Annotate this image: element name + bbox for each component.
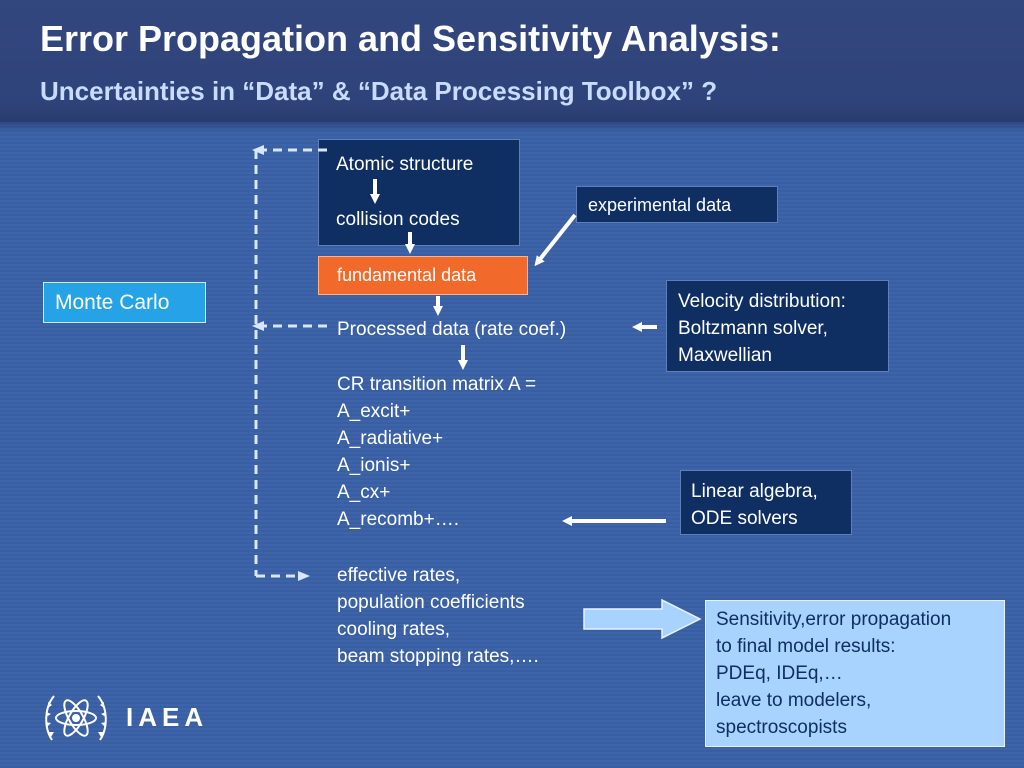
sensitivity-box: Sensitivity,error propagation to final m…	[705, 600, 1005, 747]
dashed-arrowhead-top	[252, 145, 264, 155]
slide-title: Error Propagation and Sensitivity Analys…	[40, 18, 781, 59]
title-bar	[0, 0, 1024, 122]
atomic-structure-label: Atomic structure	[336, 154, 474, 175]
slide-subtitle: Uncertainties in “Data” & “Data Processi…	[40, 76, 718, 106]
arrow-rates-to-sensitivity	[583, 598, 702, 640]
effective-rates-text: effective rates, population coefficients…	[337, 565, 539, 667]
title-bar-shadow	[0, 118, 1024, 132]
monte-carlo-box: Monte Carlo	[43, 282, 206, 323]
velocity-distribution-box: Velocity distribution: Boltzmann solver,…	[666, 280, 889, 372]
iaea-logo-text: IAEA	[126, 702, 209, 732]
dashed-arrowhead-bottom	[298, 571, 310, 581]
collision-codes-label: collision codes	[336, 209, 460, 230]
processed-data-label: Processed data (rate coef.)	[337, 319, 567, 340]
experimental-data-box: experimental data	[576, 186, 778, 223]
linear-algebra-box: Linear algebra, ODE solvers	[680, 470, 852, 535]
feedback-dashed-loop	[254, 148, 327, 578]
dashed-arrowhead-middle	[252, 321, 264, 331]
fundamental-data-box: fundamental data	[318, 256, 528, 295]
codes-box	[318, 139, 520, 246]
iaea-emblem-icon	[45, 695, 107, 741]
arrow-experimental-to-fundamental	[534, 213, 577, 267]
cr-transition-matrix-text: CR transition matrix A = A_excit+ A_radi…	[337, 374, 537, 530]
